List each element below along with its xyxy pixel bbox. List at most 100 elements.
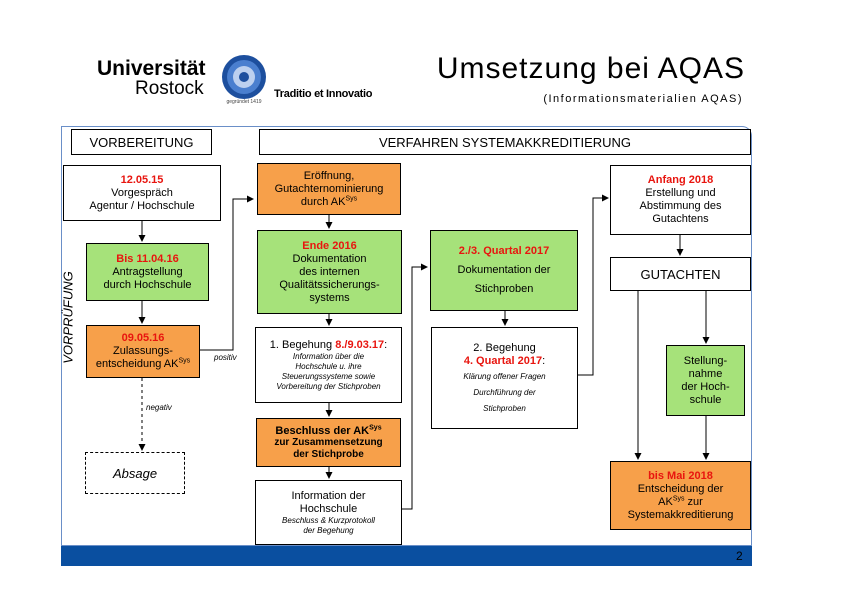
box-entscheidung: bis Mai 2018 Entscheidung der AKSys zur … [610, 461, 751, 530]
page-number: 2 [736, 549, 743, 563]
absage-text: Absage [112, 465, 158, 481]
seal-caption: gegründet 1419 [226, 99, 262, 105]
box-eroeffnung: Eröffnung, Gutachternominierung durch AK… [257, 163, 401, 215]
arrow-information-stichproben [402, 263, 428, 510]
entscheidung-date: bis Mai 2018 [648, 469, 713, 482]
entscheidung-line3: Systemakkreditierung [627, 508, 734, 521]
beschluss-line1-wrap: Beschluss der AKSys [275, 423, 382, 437]
entscheidung-line2-wrap: AKSys zur [658, 494, 703, 509]
entscheidung-sup: Sys [672, 494, 685, 502]
university-name-line1: Universität [97, 57, 206, 80]
dokumentation-line3: Qualitätssicherungs- [279, 278, 380, 291]
page-subtitle: (Informationsmaterialien AQAS) [543, 93, 743, 105]
begehung2-note3: Stichproben [483, 404, 526, 413]
begehung1-date: 8./9.03.17 [335, 338, 385, 351]
box-stichproben-doku: 2./3. Quartal 2017 Dokumentation der Sti… [430, 230, 578, 311]
beschluss-sup: Sys [369, 423, 382, 431]
information-note2: der Begehung [303, 525, 354, 535]
stichproben-date: 2./3. Quartal 2017 [458, 245, 550, 257]
zulassung-sup: Sys [178, 357, 191, 365]
box-gutachten-erstellung: Anfang 2018 Erstellung und Abstimmung de… [610, 165, 751, 235]
begehung2-date: 4. Quartal 2017 [463, 355, 543, 367]
vorgespraech-line2: Agentur / Hochschule [89, 199, 195, 212]
stichproben-line2: Stichproben [474, 283, 534, 295]
process-panel [61, 126, 752, 546]
page-title: Umsetzung bei AQAS [436, 52, 745, 85]
information-note1: Beschluss & Kurzprotokoll [282, 515, 375, 525]
stellungnahme-line4: schule [689, 393, 722, 406]
erstellung-line3: Gutachtens [652, 213, 709, 225]
box-begehung2: 2. Begehung 4. Quartal 2017: Klärung off… [431, 327, 578, 429]
box-beschluss: Beschluss der AKSys zur Zusammensetzung … [256, 418, 401, 467]
antrag-line1: Antragstellung [112, 265, 183, 278]
begehung1-note3: Steuerungssysteme sowie [281, 371, 376, 381]
eroeffnung-line3-wrap: durch AKSys [300, 194, 358, 209]
vorpruefung-label: VORPRÜFUNG [60, 271, 76, 364]
begehung1-note4: Vorbereitung der Stichproben [276, 381, 381, 391]
arrow-zulassung-eroeffnung [200, 195, 254, 351]
arrow-begehung2-gutachten [578, 194, 609, 376]
university-motto: Traditio et Innovatio [274, 88, 373, 100]
beschluss-line2: zur Zusammensetzung [274, 436, 383, 448]
dokumentation-date: Ende 2016 [302, 239, 357, 252]
entscheidung-line2b: zur [684, 495, 703, 508]
box-information: Information der Hochschule Beschluss & K… [255, 480, 402, 545]
stellungnahme-line1: Stellung- [683, 354, 728, 367]
entscheidung-line1: Entscheidung der [637, 482, 724, 495]
zulassung-date: 09.05.16 [121, 332, 165, 344]
university-seal-icon [219, 53, 269, 103]
begehung1-note1: Information über die [292, 351, 365, 361]
begehung2-suffix: : [542, 355, 546, 367]
beschluss-line1: Beschluss der AK [275, 424, 370, 437]
section-verfahren: VERFAHREN SYSTEMAKKREDITIERUNG [259, 129, 751, 155]
begehung2-line1: 2. Begehung [473, 342, 536, 354]
erstellung-date: Anfang 2018 [647, 174, 714, 186]
box-antragstellung: Bis 11.04.16 Antragstellung durch Hochsc… [86, 243, 209, 301]
dokumentation-line2: des internen [299, 265, 360, 278]
zulassung-line2: entscheidung AK [95, 358, 179, 370]
box-gutachten: GUTACHTEN [610, 257, 751, 291]
stichproben-line1: Dokumentation der [457, 264, 551, 276]
dokumentation-line1: Dokumentation [292, 252, 367, 265]
eroeffnung-line2: Gutachternominierung [274, 182, 384, 195]
erstellung-line2: Abstimmung des [639, 200, 722, 212]
label-negativ: negativ [146, 403, 172, 412]
eroeffnung-sup: Sys [345, 194, 358, 202]
stellungnahme-line3: der Hoch- [681, 380, 730, 393]
zulassung-line1: Zulassungs- [113, 345, 173, 357]
vorgespraech-date: 12.05.15 [120, 173, 164, 186]
begehung2-title: 4. Quartal 2017: [464, 355, 545, 368]
erstellung-line1: Erstellung und [645, 187, 716, 199]
box-vorgespraech: 12.05.15 Vorgespräch Agentur / Hochschul… [63, 165, 221, 221]
footer-bar [61, 546, 752, 566]
box-absage: Absage [85, 452, 185, 494]
university-name-line2: Rostock [135, 78, 204, 99]
university-logo-text: Universität Rostock [97, 57, 247, 99]
vorgespraech-line1: Vorgespräch [111, 186, 173, 199]
box-zulassungsentscheidung: 09.05.16 Zulassungs- entscheidung AKSys [86, 325, 200, 378]
begehung1-title: 1. Begehung 8./9.03.17: [270, 339, 387, 352]
antrag-date: Bis 11.04.16 [116, 252, 179, 265]
stellungnahme-line2: nahme [688, 367, 723, 380]
beschluss-line3: der Stichprobe [293, 448, 364, 460]
eroeffnung-line1: Eröffnung, [303, 169, 355, 182]
begehung1-suffix: : [384, 338, 388, 351]
begehung2-note1: Klärung offener Fragen [463, 372, 546, 381]
eroeffnung-line3: durch AK [300, 195, 346, 208]
dokumentation-line4: systems [309, 291, 350, 304]
begehung2-note2: Durchführung der [473, 388, 536, 397]
begehung1-prefix: 1. Begehung [269, 338, 336, 351]
information-line2: Hochschule [299, 502, 358, 515]
box-begehung1: 1. Begehung 8./9.03.17: Information über… [255, 327, 402, 403]
begehung1-note2: Hochschule u. ihre [295, 361, 362, 371]
antrag-line2: durch Hochschule [103, 278, 192, 291]
label-positiv: positiv [214, 353, 237, 362]
box-stellungnahme: Stellung- nahme der Hoch- schule [666, 345, 745, 416]
box-dokumentation: Ende 2016 Dokumentation des internen Qua… [257, 230, 402, 314]
entscheidung-line2a: AK [658, 495, 673, 508]
information-line1: Information der [291, 489, 366, 502]
section-vorbereitung: VORBEREITUNG [71, 129, 212, 155]
gutachten-text: GUTACHTEN [640, 266, 721, 282]
zulassung-line2-wrap: entscheidung AKSys [95, 357, 191, 371]
